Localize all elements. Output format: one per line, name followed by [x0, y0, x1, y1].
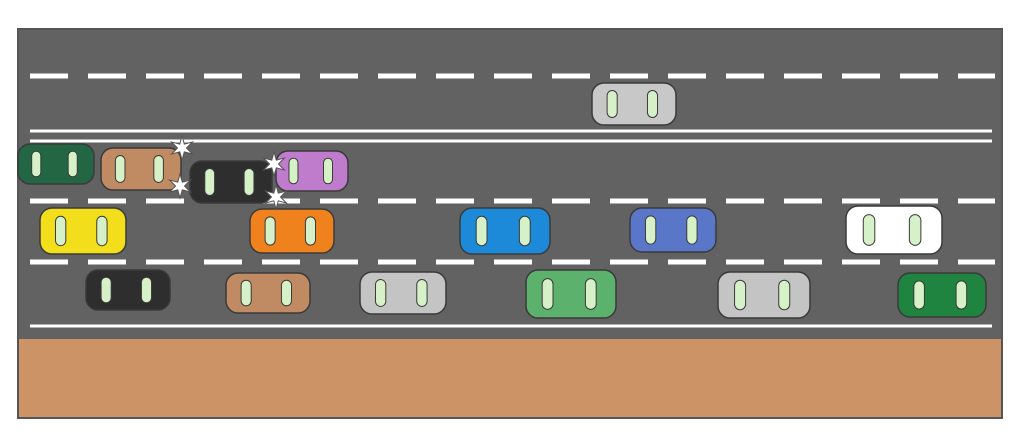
car-dark-green-left: [17, 143, 95, 185]
star-burst-icon: [167, 172, 193, 200]
car-gray-bottom-right: [717, 271, 811, 319]
car-purple-collision: [275, 150, 349, 192]
car-body: [85, 269, 171, 311]
car-windshield: [518, 215, 531, 247]
car-windshield: [646, 90, 659, 118]
car-windshield: [280, 279, 293, 307]
star-burst-icon: [261, 150, 287, 178]
car-green-right: [897, 272, 987, 318]
car-slate-blue: [629, 207, 717, 253]
car-rear-window: [475, 215, 488, 247]
car-windshield: [908, 214, 922, 246]
car-body: [189, 160, 273, 204]
car-body: [717, 271, 811, 319]
car-windshield: [243, 168, 255, 196]
car-windshield: [416, 279, 428, 307]
car-body: [591, 82, 677, 126]
car-body: [525, 269, 617, 319]
car-rear-window: [264, 216, 276, 246]
star-burst-icon: [263, 183, 289, 211]
car-windshield: [323, 157, 334, 185]
car-rear-window: [374, 279, 387, 307]
car-yellow: [39, 207, 127, 255]
cars-layer: [17, 82, 987, 319]
car-rear-window: [204, 168, 216, 196]
car-blue: [459, 207, 551, 255]
car-body: [249, 208, 335, 254]
car-orange: [249, 208, 335, 254]
car-rear-window: [606, 90, 618, 118]
car-rear-window: [913, 280, 925, 310]
car-rear-window: [100, 276, 112, 304]
car-rear-window: [31, 150, 42, 178]
car-rear-window: [288, 157, 299, 185]
car-windshield: [304, 216, 317, 246]
car-light-green: [525, 269, 617, 319]
car-rear-window: [114, 155, 126, 183]
car-tan-collision: [100, 147, 182, 191]
car-windshield: [584, 278, 597, 310]
car-body: [275, 150, 349, 192]
car-body: [17, 143, 95, 185]
diagram-border: [17, 28, 1003, 419]
car-light-gray-bottom: [359, 271, 447, 315]
car-windshield: [96, 215, 108, 247]
impacts-layer: [167, 134, 289, 211]
car-gray-top-lane: [591, 82, 677, 126]
car-windshield: [778, 279, 791, 311]
car-black-collision: [189, 160, 273, 204]
car-rear-window: [734, 279, 747, 311]
car-body: [359, 271, 447, 315]
car-rear-window: [862, 214, 876, 246]
car-rear-window: [644, 215, 657, 245]
car-rear-window: [54, 215, 67, 247]
road-shoulder: [18, 339, 1002, 418]
car-body: [100, 147, 182, 191]
car-tan-bottom: [225, 272, 311, 314]
car-windshield: [955, 280, 968, 310]
car-windshield: [140, 276, 153, 304]
car-body: [39, 207, 127, 255]
star-burst-icon: [169, 134, 195, 162]
car-body: [845, 205, 943, 255]
car-windshield: [67, 150, 78, 178]
car-rear-window: [240, 279, 252, 307]
car-white: [845, 205, 943, 255]
car-body: [225, 272, 311, 314]
car-windshield: [153, 155, 164, 183]
car-body: [629, 207, 717, 253]
car-windshield: [686, 215, 698, 245]
car-body: [459, 207, 551, 255]
car-rear-window: [541, 278, 554, 310]
car-body: [897, 272, 987, 318]
car-black-bottom: [85, 269, 171, 311]
